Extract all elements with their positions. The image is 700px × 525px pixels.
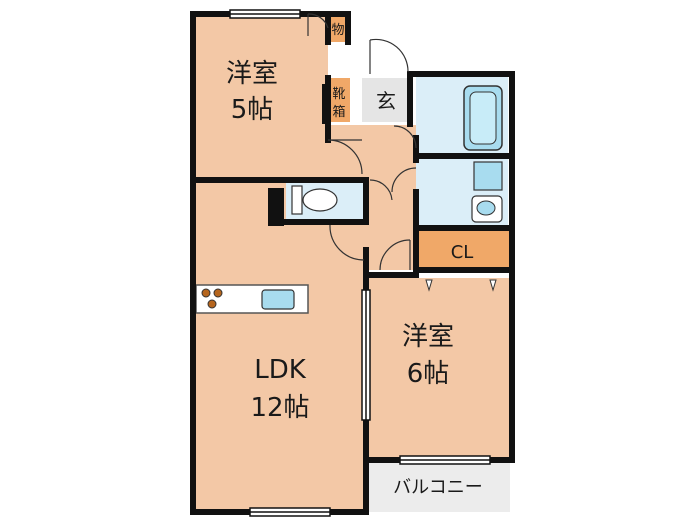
shoe-box-label-1: 靴 <box>332 87 345 102</box>
toilet-icon <box>302 188 338 212</box>
storage-fill <box>328 14 348 42</box>
ldk-size: 12帖 <box>250 393 309 423</box>
wall-pillar <box>268 188 284 226</box>
western-room-6-name: 洋室 <box>402 322 454 352</box>
western-room-5-fill <box>193 14 328 180</box>
western-room-6-size: 6帖 <box>407 359 450 389</box>
western-room-5-size: 5帖 <box>231 95 274 125</box>
toilet-tank <box>291 185 303 215</box>
wall-pillar <box>322 84 330 124</box>
bathtub-inner <box>469 91 497 145</box>
entrance-label: 玄 <box>376 89 396 113</box>
shoe-box-fill <box>328 78 350 122</box>
windows <box>229 9 491 517</box>
stove-burner-icon <box>213 288 223 298</box>
balcony-label: バルコニー <box>393 477 483 498</box>
storage-label: 物 <box>331 23 344 38</box>
balcony-fill <box>368 462 510 512</box>
washing-machine-icon <box>473 161 503 191</box>
closet-door-marks <box>425 279 497 292</box>
kitchen-sink-icon <box>261 289 295 310</box>
entrance-fill <box>362 78 410 122</box>
ldk-name: LDK <box>254 355 307 385</box>
doors <box>307 13 417 271</box>
closet-label: CL <box>451 242 474 263</box>
washbasin-bowl <box>476 200 496 216</box>
western-room-6-fill <box>368 278 510 458</box>
stove-burner-icon <box>201 288 211 298</box>
closet-fill <box>416 230 510 270</box>
western-room-5-name: 洋室 <box>226 59 278 89</box>
stove-burner-icon <box>207 299 217 309</box>
ldk-upper-fill <box>193 180 278 230</box>
shoe-box-label-2: 箱 <box>332 104 345 120</box>
